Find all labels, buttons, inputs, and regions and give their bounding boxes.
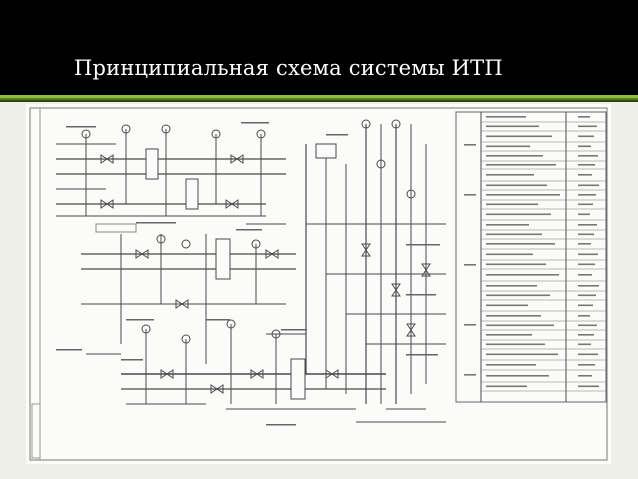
slide-footer-area (0, 466, 638, 479)
schematic-drawing (26, 104, 611, 464)
piping-schematic (29, 107, 608, 461)
accent-stripe (0, 95, 638, 102)
slide-title: Принципиальная схема системы ИТП (74, 56, 503, 80)
slide-header: Принципиальная схема системы ИТП (0, 0, 638, 95)
